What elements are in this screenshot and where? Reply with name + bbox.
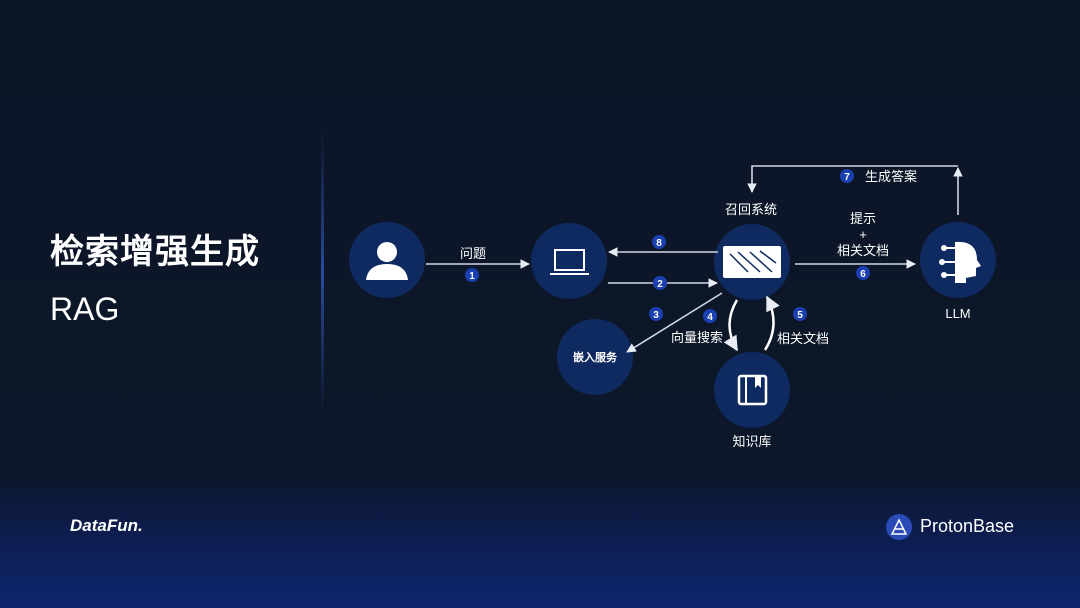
datafun-logo: DataFun. (70, 516, 143, 535)
ai-head-icon (939, 241, 981, 283)
user-icon (366, 242, 408, 280)
laptop-icon (550, 249, 589, 275)
node-llm (920, 222, 996, 298)
badge-8: 8 (652, 235, 666, 249)
edge-label-related-docs-2: 相关文档 (837, 243, 889, 258)
embedding-label: 嵌入服务 (573, 350, 618, 364)
protonbase-logo-icon (886, 514, 912, 540)
badge-5: 5 (793, 307, 807, 321)
node-knowledge-base (714, 352, 790, 428)
arrow-3 (626, 292, 723, 353)
arrow-7b (747, 165, 958, 193)
arrow-4 (723, 299, 739, 352)
svg-text:7: 7 (844, 172, 850, 183)
knowledge-base-label: 知识库 (732, 434, 771, 449)
book-icon (737, 374, 768, 406)
badge-7: 7 (840, 169, 854, 183)
svg-text:5: 5 (797, 310, 803, 321)
badge-1: 1 (465, 268, 479, 282)
node-embedding: 嵌入服务 (557, 319, 633, 395)
edge-label-question: 问题 (460, 246, 486, 261)
retrieval-system-icon (723, 246, 781, 278)
svg-text:8: 8 (656, 238, 662, 249)
slide-subtitle: RAG (50, 291, 120, 327)
protonbase-logo: ProtonBase (920, 516, 1015, 536)
badge-3: 3 (649, 307, 663, 321)
divider (321, 130, 324, 415)
slide-title: 检索增强生成 (50, 233, 260, 271)
edge-label-prompt: 提示 (850, 211, 876, 226)
edge-label-generate-answer: 生成答案 (865, 169, 917, 184)
svg-text:2: 2 (657, 279, 663, 290)
node-client (531, 223, 607, 299)
llm-label: LLM (945, 306, 970, 321)
svg-text:4: 4 (707, 312, 713, 323)
retrieval-label: 召回系统 (725, 202, 777, 217)
badge-6: 6 (856, 266, 870, 280)
edge-label-vector-search: 向量搜索 (671, 330, 723, 345)
node-user (349, 222, 425, 298)
svg-text:6: 6 (860, 269, 866, 280)
svg-text:1: 1 (469, 271, 475, 282)
node-retrieval (714, 224, 790, 300)
edge-label-plus: + (859, 227, 867, 242)
badge-2: 2 (653, 276, 667, 290)
arrow-5 (763, 295, 780, 351)
edge-label-related-docs: 相关文档 (777, 331, 829, 346)
badge-4: 4 (703, 309, 717, 323)
svg-text:3: 3 (653, 310, 659, 321)
